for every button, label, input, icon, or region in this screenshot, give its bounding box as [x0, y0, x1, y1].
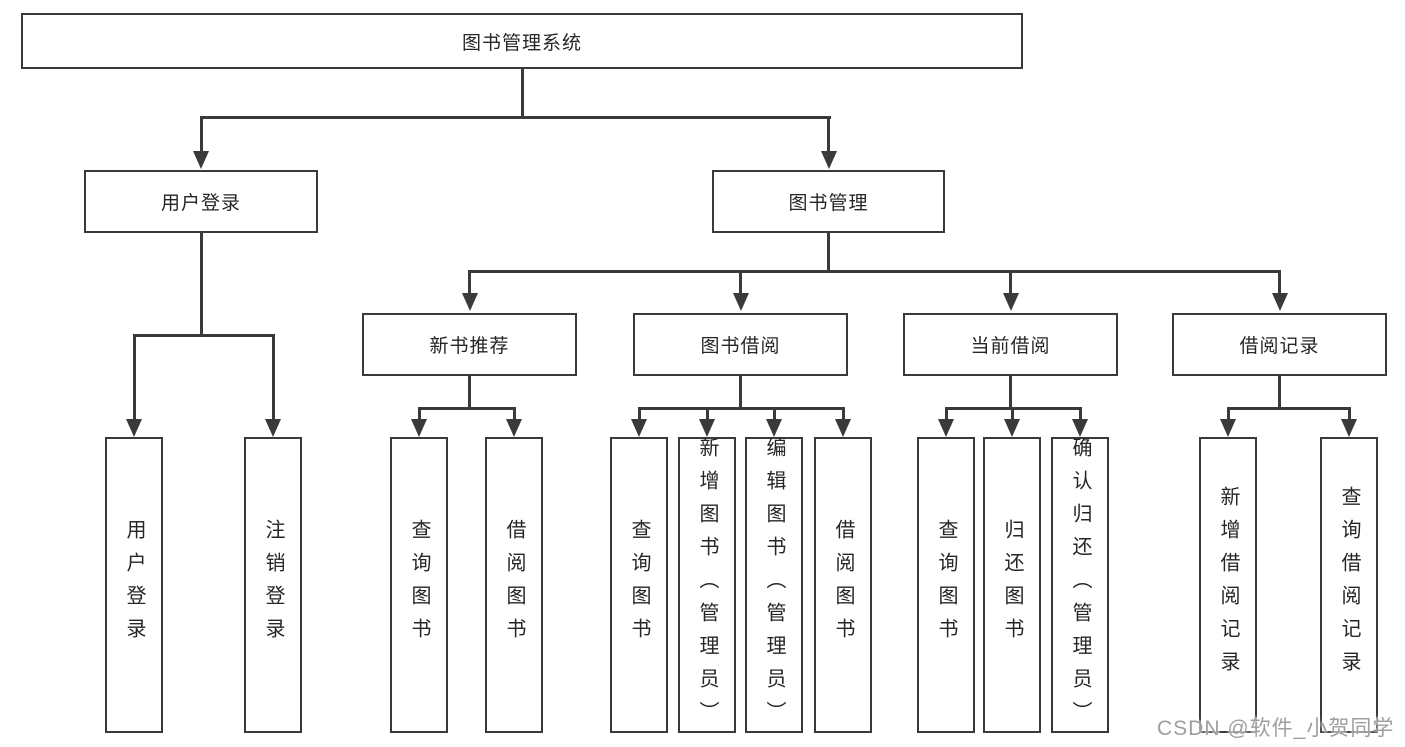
connector-newbook-hbar: [417, 407, 516, 410]
leaf-user-login: 用户登录: [105, 437, 163, 733]
arrow-down-icon: [265, 419, 281, 437]
arrow-down-icon: [1002, 293, 1019, 311]
connector-bookmgmt-hbar: [468, 270, 1281, 273]
arrow-down-icon: [938, 419, 954, 437]
node-book-management: 图书管理: [712, 170, 945, 233]
node-current-borrowing-label: 当前借阅: [970, 336, 1051, 357]
connector-newbook-stem: [468, 376, 471, 410]
leaf-query-books-recommend: 查询图书: [390, 437, 448, 733]
arrow-down-icon: [126, 419, 142, 437]
node-user-login-label: 用户登录: [160, 193, 241, 214]
leaf-query-borrow-record: 查询借阅记录: [1320, 437, 1378, 733]
connector-leaf-drop: [417, 407, 421, 421]
node-root-label: 图书管理系统: [461, 32, 582, 54]
connector-current-stem: [1009, 376, 1012, 410]
leaf-query-books-borrowing-label: 查询图书: [628, 519, 650, 651]
connector-borrowing-hbar: [637, 407, 845, 410]
arrow-down-icon: [193, 151, 209, 169]
csdn-watermark: CSDN @软件_小贺同学: [1157, 717, 1395, 740]
connector-borrowing-stem: [739, 376, 742, 410]
leaf-logout-label: 注销登录: [262, 519, 284, 651]
leaf-query-books-current: 查询图书: [917, 437, 975, 733]
node-root-library-system: 图书管理系统: [21, 13, 1023, 69]
node-borrowing-records-label: 借阅记录: [1239, 336, 1320, 357]
connector-leaf-drop: [772, 407, 776, 421]
connector-l3-drop: [1278, 270, 1281, 296]
leaf-borrow-books-recommend-label: 借阅图书: [503, 519, 525, 651]
leaf-add-borrow-record: 新增借阅记录: [1199, 437, 1257, 733]
leaf-add-book-admin-label: 新增图书（管理员）: [696, 436, 718, 734]
leaf-user-login-label: 用户登录: [123, 519, 145, 651]
node-book-borrowing: 图书借阅: [633, 313, 848, 376]
node-book-management-label: 图书管理: [788, 193, 869, 214]
arrow-down-icon: [766, 419, 782, 437]
arrow-down-icon: [835, 419, 851, 437]
leaf-add-book-admin: 新增图书（管理员）: [678, 436, 736, 734]
connector-records-hbar: [1226, 407, 1351, 410]
node-borrowing-records: 借阅记录: [1172, 313, 1387, 376]
connector-leaf-drop: [1078, 407, 1082, 421]
connector-l3-drop: [468, 270, 471, 296]
arrow-down-icon: [732, 293, 749, 311]
connector-l3-drop: [739, 270, 742, 296]
connector-userlogin-stem: [199, 233, 203, 337]
node-current-borrowing: 当前借阅: [903, 313, 1118, 376]
arrow-down-icon: [461, 293, 478, 311]
connector-root-stem: [520, 69, 524, 119]
connector-leaf-drop: [841, 407, 845, 421]
arrow-down-icon: [699, 419, 715, 437]
leaf-confirm-return-admin: 确认归还（管理员）: [1051, 436, 1109, 734]
leaf-edit-book-admin-label: 编辑图书（管理员）: [763, 436, 785, 734]
leaf-return-books: 归还图书: [983, 437, 1041, 733]
leaf-add-borrow-record-label: 新增借阅记录: [1217, 486, 1239, 684]
leaf-logout: 注销登录: [244, 437, 302, 733]
leaf-edit-book-admin: 编辑图书（管理员）: [745, 436, 803, 734]
arrow-down-icon: [1341, 419, 1357, 437]
arrow-down-icon: [1072, 419, 1088, 437]
leaf-query-books-borrowing: 查询图书: [610, 437, 668, 733]
arrow-down-icon: [1271, 293, 1288, 311]
connector-leaf-drop: [1226, 407, 1230, 421]
leaf-return-books-label: 归还图书: [1001, 519, 1023, 651]
connector-leaf-drop: [637, 407, 641, 421]
arrow-down-icon: [1004, 419, 1020, 437]
connector-l3-drop: [1009, 270, 1012, 296]
leaf-confirm-return-admin-label: 确认归还（管理员）: [1069, 436, 1091, 734]
connector-bookmgmt-drop: [827, 116, 830, 154]
arrow-down-icon: [631, 419, 647, 437]
leaf-query-books-recommend-label: 查询图书: [408, 519, 430, 651]
node-new-book-recommendation: 新书推荐: [362, 313, 577, 376]
connector-records-stem: [1278, 376, 1281, 410]
arrow-down-icon: [506, 419, 522, 437]
arrow-down-icon: [820, 151, 837, 169]
arrow-down-icon: [1220, 419, 1236, 437]
node-book-borrowing-label: 图书借阅: [700, 336, 781, 357]
connector-leaf-drop: [1010, 407, 1014, 421]
connector-leaf-drop: [1347, 407, 1351, 421]
leaf-borrow-books-recommend: 借阅图书: [485, 437, 543, 733]
connector-leaf-drop: [271, 334, 275, 421]
connector-leaf-drop: [132, 334, 136, 421]
arrow-down-icon: [411, 419, 427, 437]
connector-leaf-drop: [705, 407, 709, 421]
connector-userlogin-drop: [199, 116, 203, 154]
leaf-borrow-books-borrowing: 借阅图书: [814, 437, 872, 733]
leaf-borrow-books-borrowing-label: 借阅图书: [832, 519, 854, 651]
connector-bookmgmt-stem: [827, 233, 830, 273]
connector-leaf-drop: [944, 407, 948, 421]
connector-leaf-drop: [512, 407, 516, 421]
leaf-query-books-current-label: 查询图书: [935, 519, 957, 651]
node-new-book-recommendation-label: 新书推荐: [429, 336, 510, 357]
connector-root-hbar: [199, 116, 831, 119]
connector-userlogin-hbar: [132, 334, 275, 337]
node-user-login: 用户登录: [84, 170, 318, 233]
leaf-query-borrow-record-label: 查询借阅记录: [1338, 486, 1360, 684]
